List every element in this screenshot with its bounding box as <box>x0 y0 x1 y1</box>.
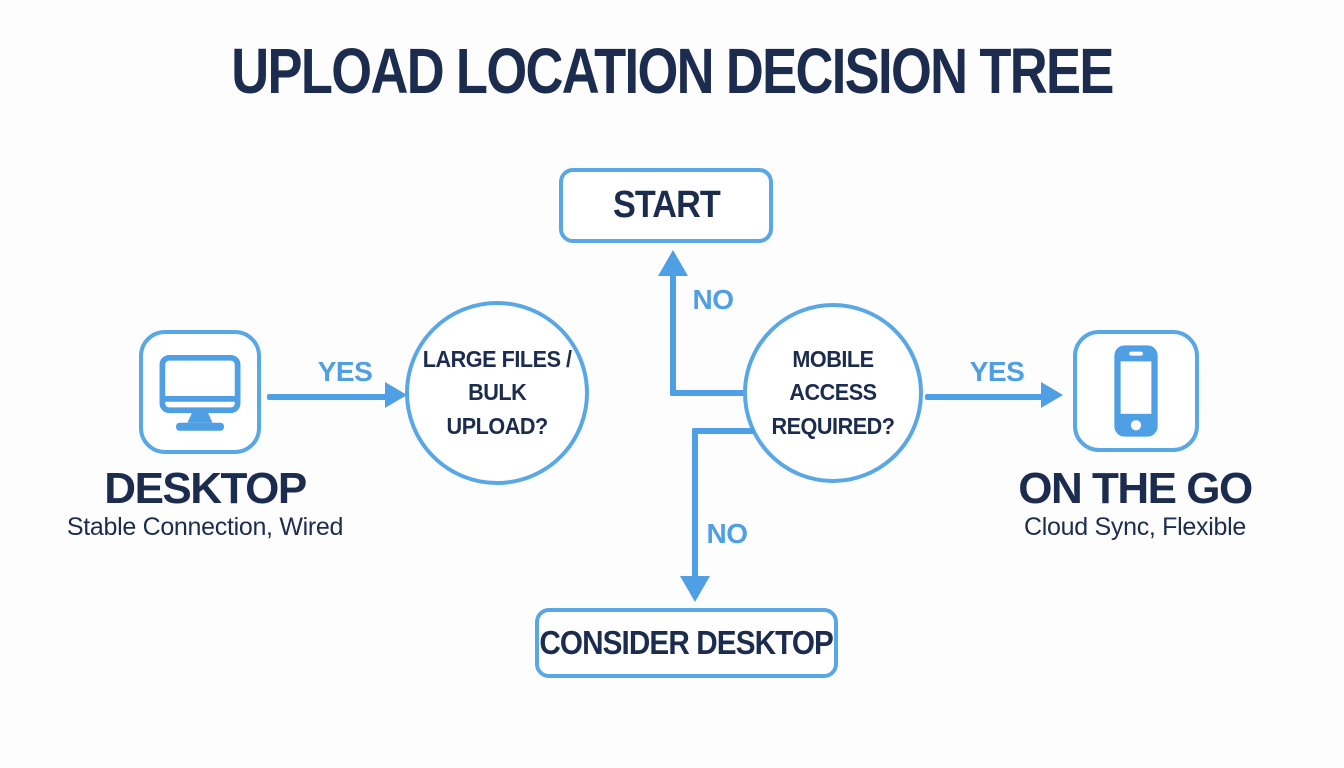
arrowhead-right-icon <box>1041 382 1063 408</box>
edge-mobile-no-down-line <box>692 428 698 578</box>
on-the-go-icon-box <box>1073 330 1199 452</box>
mobile-access-decision-node: MOBILE ACCESS REQUIRED? <box>743 303 923 483</box>
arrowhead-down-icon <box>680 576 710 602</box>
arrowhead-up-icon <box>658 250 688 276</box>
desktop-monitor-icon <box>159 354 241 431</box>
smartphone-icon <box>1114 345 1158 437</box>
desktop-sublabel: Stable Connection, Wired <box>66 513 344 541</box>
mobile-access-decision-label: MOBILE ACCESS REQUIRED? <box>771 345 895 439</box>
consider-desktop-node: CONSIDER DESKTOP <box>535 608 838 678</box>
edge-mobile-yes-line <box>925 394 1043 400</box>
edge-label-mobile-yes: YES <box>969 356 1025 387</box>
edge-label-mobile-no-up: NO <box>692 284 735 315</box>
page-title: UPLOAD LOCATION DECISION TREE <box>231 35 1114 107</box>
desktop-icon-box <box>139 330 261 454</box>
on-the-go-sublabel: Cloud Sync, Flexible <box>1024 513 1246 541</box>
large-files-decision-node: LARGE FILES / BULK UPLOAD? <box>405 301 589 485</box>
desktop-label: DESKTOP <box>104 464 307 513</box>
on-the-go-label: ON THE GO <box>1018 464 1253 513</box>
edge-mobile-no-up-line <box>670 274 676 396</box>
large-files-decision-label: LARGE FILES / BULK UPLOAD? <box>422 345 572 439</box>
edge-mobile-no-up-elbow-line <box>670 390 745 396</box>
arrowhead-right-icon <box>385 382 407 408</box>
consider-desktop-label: CONSIDER DESKTOP <box>539 624 835 661</box>
edge-desktop-yes-line <box>267 394 387 400</box>
edge-label-desktop-yes: YES <box>317 356 373 387</box>
start-node-label: START <box>612 184 721 226</box>
start-node: START <box>559 168 773 243</box>
edge-mobile-no-down-elbow-line <box>692 428 754 434</box>
edge-label-mobile-no-down: NO <box>706 518 749 549</box>
